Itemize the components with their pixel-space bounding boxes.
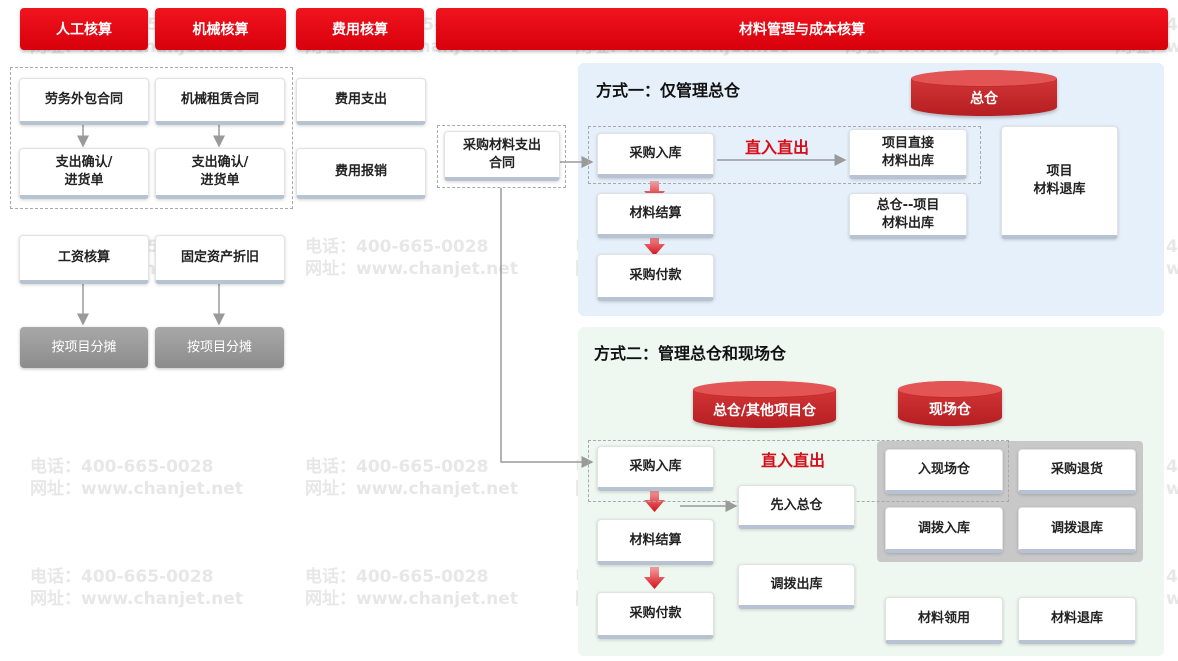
mode2-title: 方式二：管理总仓和现场仓 xyxy=(594,344,787,363)
labor-contract-box: 劳务外包合同 xyxy=(19,78,149,125)
header-material: 材料管理与成本核算 xyxy=(436,8,1168,50)
header-expense: 费用核算 xyxy=(296,8,424,50)
machine-contract-box: 机械租赁合同 xyxy=(155,78,285,125)
purchase-contract-group xyxy=(437,125,566,188)
mode1-settlement-box: 材料结算 xyxy=(597,193,714,238)
mode1-project-return-box: 项目 材料退库 xyxy=(1001,126,1118,239)
mode2-hq-warehouse-label: 总仓/其他项目仓 xyxy=(712,402,817,419)
expense-pay-box: 费用支出 xyxy=(296,78,426,125)
mode2-purchase-return-box: 采购退货 xyxy=(1018,449,1136,494)
mode1-warehouse-cylinder: 总仓 xyxy=(911,70,1057,116)
mode1-project-direct-out-box: 项目直接 材料出库 xyxy=(849,129,967,179)
labor-machine-group xyxy=(10,67,293,209)
alloc-labor-box: 按项目分摊 xyxy=(20,327,148,368)
mode2-first-hq-box: 先入总仓 xyxy=(738,485,855,529)
mode1-title: 方式一：仅管理总仓 xyxy=(596,81,741,100)
mode2-material-use-box: 材料领用 xyxy=(885,597,1003,644)
mode2-transfer-in-box: 调拨入库 xyxy=(885,507,1003,553)
salary-box: 工资核算 xyxy=(19,235,149,284)
expense-reimburse-box: 费用报销 xyxy=(296,148,426,199)
mode1-payment-box: 采购付款 xyxy=(597,254,714,301)
mode1-warehouse-label: 总仓 xyxy=(970,91,998,107)
mode1-direct-label: 直入直出 xyxy=(745,138,810,157)
header-labor: 人工核算 xyxy=(20,8,148,50)
alloc-machine-box: 按项目分摊 xyxy=(155,327,284,368)
mode2-site-warehouse-cylinder: 现场仓 xyxy=(898,381,1002,426)
mode2-payment-box: 采购付款 xyxy=(597,592,714,639)
mode1-direct-group xyxy=(588,126,981,184)
mode2-site-in-box: 入现场仓 xyxy=(885,449,1003,494)
mode1-purchase-in-box: 采购入库 xyxy=(597,133,714,178)
depreciation-box: 固定资产折旧 xyxy=(155,235,285,284)
mode2-hq-warehouse-cylinder: 总仓/其他项目仓 xyxy=(693,381,836,428)
header-machinery: 机械核算 xyxy=(155,8,286,50)
mode2-settlement-box: 材料结算 xyxy=(597,519,714,565)
mode2-purchase-in-box: 采购入库 xyxy=(597,446,714,491)
mode2-direct-label: 直入直出 xyxy=(761,451,826,470)
mode2-site-warehouse-label: 现场仓 xyxy=(929,401,971,418)
purchase-contract-box: 采购材料支出 合同 xyxy=(444,131,560,181)
machine-confirm-box: 支出确认/ 进货单 xyxy=(155,148,285,199)
mode2-transfer-return-box: 调拨退库 xyxy=(1018,507,1136,553)
mode2-transfer-out-box: 调拨出库 xyxy=(738,564,855,609)
mode2-material-return-box: 材料退库 xyxy=(1018,597,1136,644)
labor-confirm-box: 支出确认/ 进货单 xyxy=(19,148,149,199)
mode1-hq-project-out-box: 总仓--项目 材料出库 xyxy=(849,193,967,239)
